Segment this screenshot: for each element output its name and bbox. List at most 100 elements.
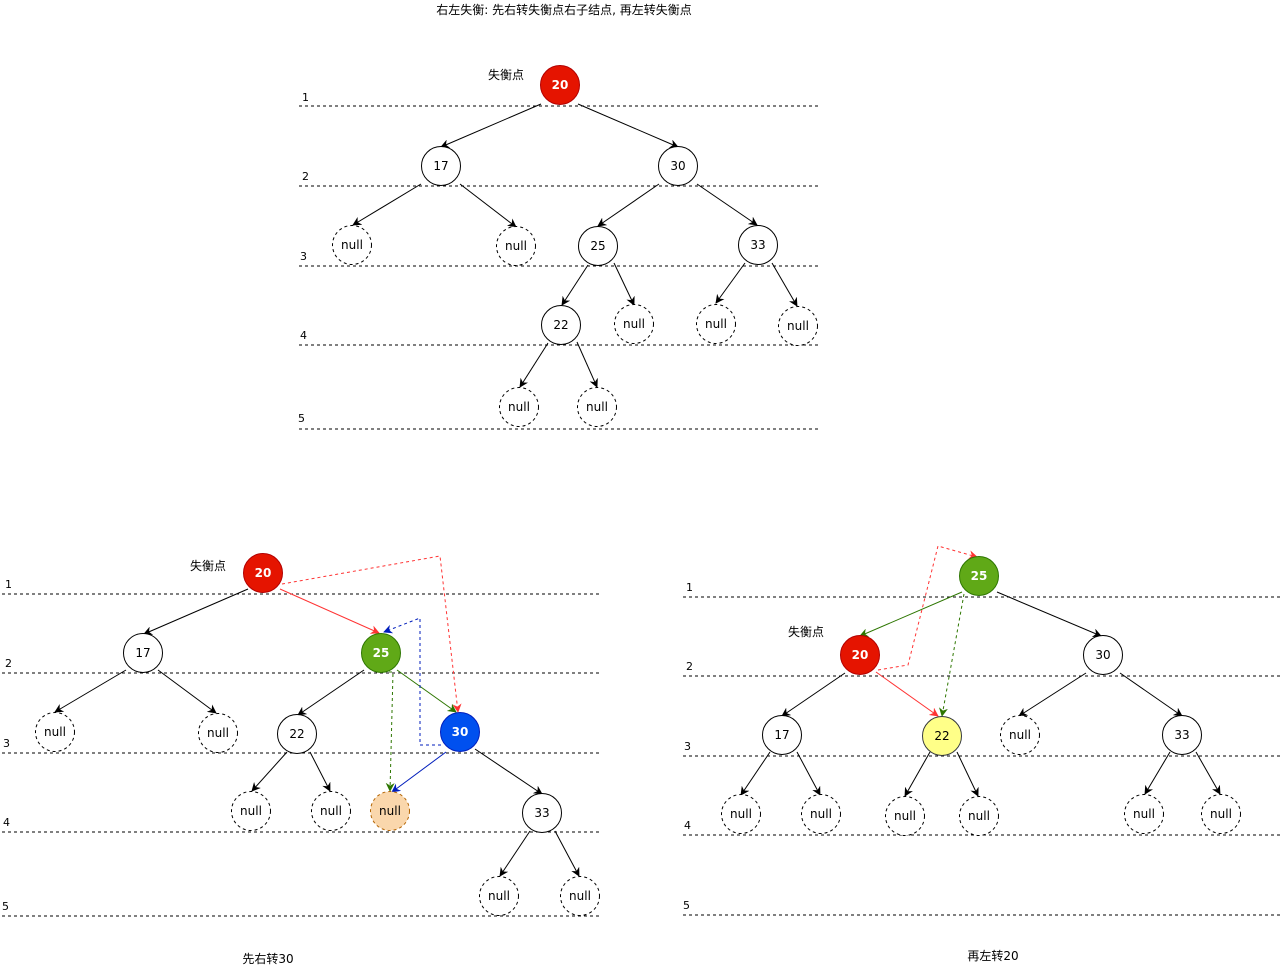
null-node: null	[696, 304, 736, 344]
level-lines	[683, 596, 1282, 916]
node-label: 20	[255, 566, 272, 580]
node-label: null	[787, 319, 809, 333]
tree-node-33: 33	[522, 793, 562, 833]
node-label: 30	[670, 159, 685, 173]
edge	[309, 751, 331, 792]
edge	[1195, 751, 1221, 795]
panel-top: 1 2 3 4 5 失衡点 20 17	[298, 65, 818, 430]
null-node: null	[35, 712, 75, 752]
level-label-4: 4	[300, 329, 307, 342]
diagram-title: 右左失衡: 先右转失衡点右子结点, 再左转失衡点	[436, 2, 692, 17]
node-label: null	[240, 804, 262, 818]
node-label: 33	[750, 238, 765, 252]
tree-node-20: 20	[243, 553, 283, 593]
null-node: null	[1201, 794, 1241, 834]
edge	[157, 669, 217, 714]
node-label: null	[730, 807, 752, 821]
node-label: null	[1009, 728, 1031, 742]
edge	[352, 183, 422, 226]
node-label: null	[968, 809, 990, 823]
rotation-arrows	[859, 545, 978, 717]
step-caption: 再左转20	[967, 948, 1018, 963]
edge	[740, 751, 771, 796]
level-label-4: 4	[3, 816, 10, 829]
rotation-arrows	[279, 555, 462, 793]
edge	[440, 103, 542, 148]
node-label: null	[207, 726, 229, 740]
null-node: null	[614, 304, 654, 344]
edge	[715, 262, 746, 304]
node-label: null	[586, 400, 608, 414]
node-label: null	[1210, 807, 1232, 821]
tree-node-17: 17	[762, 715, 802, 755]
edge	[576, 341, 598, 388]
level-label-3: 3	[3, 737, 10, 750]
edge	[54, 669, 127, 713]
level-label-2: 2	[5, 657, 12, 670]
node-label: 33	[534, 806, 549, 820]
node-label: 20	[852, 648, 869, 662]
level-label-2: 2	[686, 660, 693, 673]
node-label: 17	[135, 646, 150, 660]
null-node: null	[311, 791, 351, 831]
node-label: null	[505, 239, 527, 253]
tree-node-17: 17	[421, 146, 461, 186]
red-arrow	[875, 671, 939, 717]
edge	[796, 751, 821, 796]
null-node: null	[721, 794, 761, 834]
level-label-2: 2	[302, 170, 309, 183]
null-node: null	[479, 876, 519, 916]
edge	[956, 751, 979, 797]
panel-step2: 1 2 3 4 5 失衡点 再左转20 25	[683, 545, 1282, 963]
node-label: 25	[373, 646, 390, 660]
level-label-5: 5	[683, 899, 690, 912]
edge	[1018, 672, 1087, 717]
node-label: null	[341, 238, 363, 252]
node-label: null	[320, 804, 342, 818]
null-node: null	[332, 225, 372, 265]
tree-node-22: 22	[541, 305, 581, 345]
node-label: 25	[590, 239, 605, 253]
level-lines	[299, 105, 818, 430]
edge	[519, 342, 549, 388]
unbalanced-label: 失衡点	[488, 67, 524, 82]
step-caption: 先右转30	[242, 951, 293, 966]
tree-node-30: 30	[1083, 635, 1123, 675]
tree-node-25: 25	[361, 633, 401, 673]
node-label: null	[810, 807, 832, 821]
node-label: 17	[774, 728, 789, 742]
blue-arrow	[391, 751, 447, 793]
level-label-3: 3	[300, 250, 307, 263]
null-node: null	[885, 796, 925, 836]
tree-node-20: 20	[840, 635, 880, 675]
green-dashed-arrow	[939, 593, 965, 717]
edge	[613, 262, 635, 306]
level-label-1: 1	[686, 581, 693, 594]
node-label: 22	[934, 729, 949, 743]
tree-node-30: 30	[658, 146, 698, 186]
tree-node-22: 22	[277, 714, 317, 754]
level-label-1: 1	[5, 578, 12, 591]
node-label: 17	[433, 159, 448, 173]
green-arrow	[859, 591, 963, 637]
null-node: null	[577, 387, 617, 427]
edge	[1119, 672, 1183, 717]
null-node: null	[560, 876, 600, 916]
level-label-4: 4	[684, 819, 691, 832]
edge	[459, 183, 517, 228]
edge	[771, 262, 798, 307]
node-label: null	[508, 400, 530, 414]
level-label-5: 5	[298, 412, 305, 425]
node-label: null	[705, 317, 727, 331]
node-label: null	[623, 317, 645, 331]
edge	[251, 751, 288, 792]
edges	[740, 591, 1221, 797]
null-node-detached: null	[370, 791, 410, 831]
unbalanced-label: 失衡点	[190, 558, 226, 573]
null-node: null	[496, 226, 536, 266]
panel-step1: 1 2 3 4 5 失衡点 先右转30 20	[2, 553, 600, 966]
level-lines	[2, 593, 600, 917]
edge	[561, 264, 589, 306]
edge	[597, 183, 660, 227]
